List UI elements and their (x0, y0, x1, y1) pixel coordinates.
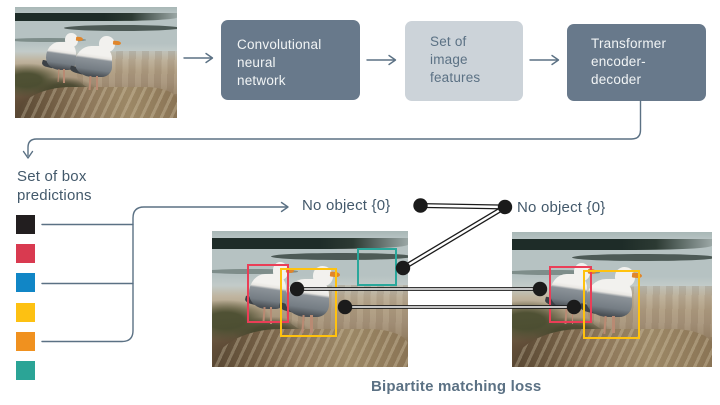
gt-bbox-red (549, 266, 592, 323)
match-line-noobj-noobj (420, 203, 506, 210)
match-endpoint-dot (497, 199, 513, 215)
input-image (15, 7, 177, 118)
gull-leg (88, 75, 92, 91)
prediction-swatch-teal (16, 361, 35, 380)
image-features-stage-box: Set of image features (405, 21, 523, 101)
water-band (572, 253, 712, 262)
match-endpoint-dot (413, 198, 428, 213)
prediction-swatch-orange (16, 332, 35, 351)
water-band (512, 269, 600, 275)
cnn-stage-box: Convolutional neural network (221, 20, 360, 100)
prediction-swatch-yellow (16, 303, 35, 322)
match-line-teal-noobj (401, 204, 507, 271)
no-object-label-right: No object {0} (517, 199, 606, 216)
arrowhead-icon (205, 52, 214, 64)
box-predictions-label: Set of box predictions (17, 168, 92, 204)
gull-leg (63, 69, 65, 83)
figure-caption: Bipartite matching loss (371, 378, 542, 395)
predicted-bbox-yellow (280, 268, 337, 337)
gt-bbox-yellow (583, 270, 640, 339)
gull-leg (57, 69, 60, 83)
prediction-swatch-black (16, 215, 35, 234)
transformer-label: Transformer encoder-decoder (591, 36, 667, 87)
seagull-figure (69, 35, 122, 92)
water-band (512, 238, 712, 250)
water-band (63, 24, 177, 31)
predictions-image (212, 231, 408, 367)
match-line-gap (420, 204, 506, 209)
seagull-figure (579, 267, 643, 335)
gull-leg (96, 75, 99, 91)
ground-truth-image (512, 232, 712, 367)
match-line-gap (402, 205, 506, 270)
rocks (512, 329, 712, 367)
no-object-label-left: No object {0} (302, 197, 391, 214)
arrowhead-icon (551, 54, 560, 66)
gull-head (65, 32, 79, 48)
prediction-swatch-blue (16, 273, 35, 292)
arrowhead-icon (22, 150, 34, 159)
water-band (15, 38, 87, 42)
image-features-label: Set of image features (430, 34, 481, 85)
water-band (212, 237, 408, 249)
arrowhead-icon (388, 54, 397, 66)
transformer-stage-box: Transformer encoder-decoder (567, 24, 706, 101)
gull-head (313, 266, 333, 287)
gull-leg (612, 315, 615, 334)
water-band (15, 12, 177, 22)
water-band (270, 252, 408, 261)
rocks (15, 86, 177, 118)
prediction-swatch-red (16, 244, 35, 263)
arrowhead-icon (280, 201, 289, 213)
gull-leg (310, 315, 313, 333)
cnn-stage-label: Convolutional neural network (237, 37, 322, 88)
gull-head (98, 35, 115, 52)
predicted-bbox-teal (357, 248, 397, 286)
gull-leg (571, 307, 574, 324)
